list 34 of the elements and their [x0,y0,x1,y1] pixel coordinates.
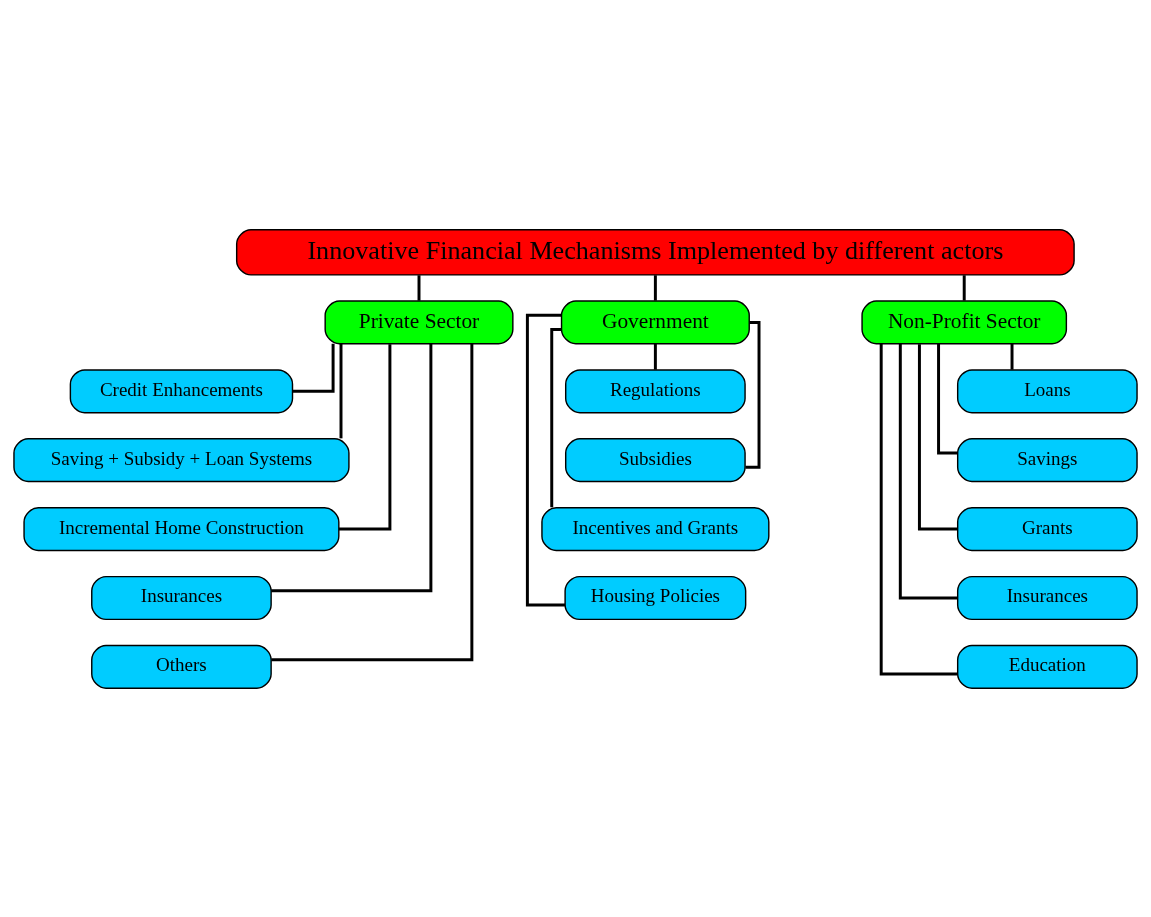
connector [550,327,562,507]
connector [1010,343,1014,370]
connector [962,274,966,301]
connector [898,343,958,599]
node-box: Education [956,644,1138,689]
connector [917,343,958,531]
node-box: Grants [956,506,1138,551]
connector [339,343,343,438]
node-box: Innovative Financial Mechanisms Implemented by different actors [235,228,1075,276]
node-box: Incremental Home Construction [23,506,340,551]
node-box: Government [560,299,750,344]
node-box: Savings [956,437,1138,482]
connector [653,274,657,301]
node-box: Credit Enhancements [69,368,294,413]
node-box: Insurances [91,575,272,620]
connector [653,343,657,370]
connector [271,343,474,661]
node-box: Saving + Subsidy + Loan Systems [13,437,350,482]
node-box: Regulations [565,368,746,413]
connector [745,320,761,469]
node-box: Loans [956,368,1138,413]
connector [879,343,958,675]
connector [338,343,392,531]
node-box: Others [91,644,272,689]
connector [525,313,566,607]
connector [271,343,433,592]
node-box: Non-Profit Sector [861,299,1068,344]
node-box: Insurances [956,575,1138,620]
node-box: Housing Policies [564,575,747,620]
connector [417,274,421,301]
connector [292,343,335,393]
node-box: Private Sector [324,299,514,344]
node-box: Incentives and Grants [541,506,770,551]
node-box: Subsidies [565,437,746,482]
